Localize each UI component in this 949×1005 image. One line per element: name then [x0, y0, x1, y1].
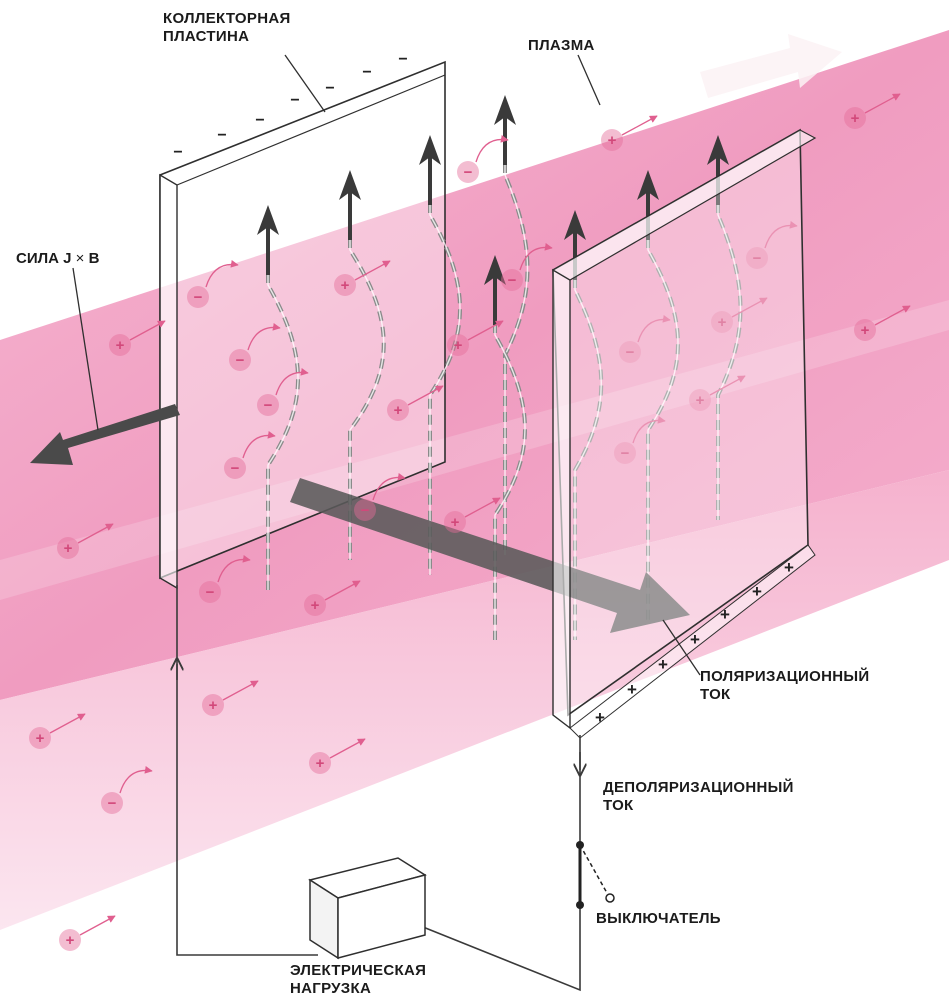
depolarization-current-label-line2: ТОК [603, 797, 794, 815]
wire-right-lower [418, 905, 580, 990]
positive-charge: + [784, 558, 794, 577]
force-label-prefix: СИЛА [16, 250, 59, 267]
positive-charge: + [627, 680, 637, 699]
force-label: СИЛА J × B [16, 250, 99, 267]
negative-charge: − [325, 80, 334, 97]
negative-charge: − [398, 51, 407, 68]
particle-sign: + [311, 597, 320, 614]
force-label-b: B [89, 250, 100, 267]
electric-load-label: ЭЛЕКТРИЧЕСКАЯ НАГРУЗКА [290, 962, 426, 998]
electric-load-box [310, 858, 425, 958]
particle-sign: + [608, 132, 617, 149]
particle-sign: + [64, 540, 73, 557]
particle-sign: + [36, 730, 45, 747]
negative-charge: − [290, 92, 299, 109]
switch-label: ВЫКЛЮЧАТЕЛЬ [596, 910, 721, 928]
negative-charge: − [173, 144, 182, 161]
particle-sign: − [194, 289, 203, 306]
positive-charge: + [595, 708, 605, 727]
polarization-current-label-line2: ТОК [700, 686, 869, 704]
particle-sign: − [206, 584, 215, 601]
depolarization-current-label: ДЕПОЛЯРИЗАЦИОННЫЙ ТОК [603, 779, 794, 815]
electric-load-label-line2: НАГРУЗКА [290, 980, 426, 998]
particle-sign: − [464, 164, 473, 181]
particle-sign: − [236, 352, 245, 369]
particle-sign: − [108, 795, 117, 812]
negative-charge: − [217, 127, 226, 144]
particle-sign: + [394, 402, 403, 419]
switch[interactable] [576, 841, 614, 909]
negative-charge: − [255, 112, 264, 129]
collector-plate-label-line1: КОЛЛЕКТОРНАЯ [163, 10, 291, 28]
positive-charge: + [720, 605, 730, 624]
particle-sign: − [264, 397, 273, 414]
particle-sign: + [851, 110, 860, 127]
switch-label-text: ВЫКЛЮЧАТЕЛЬ [596, 910, 721, 927]
positive-charge: + [658, 655, 668, 674]
particle-sign: − [361, 502, 370, 519]
force-label-j: J [63, 250, 71, 267]
particle-sign: + [316, 755, 325, 772]
particle-sign: − [508, 272, 517, 289]
positive-charge: + [690, 630, 700, 649]
particle-sign: + [861, 322, 870, 339]
particle-sign: + [116, 337, 125, 354]
particle-sign: + [341, 277, 350, 294]
particle-sign: + [451, 514, 460, 531]
force-label-times: × [76, 250, 85, 267]
positive-charge: + [752, 582, 762, 601]
negative-charge: − [362, 64, 371, 81]
collector-plate-label: КОЛЛЕКТОРНАЯ ПЛАСТИНА [163, 10, 291, 46]
electric-load-label-line1: ЭЛЕКТРИЧЕСКАЯ [290, 962, 426, 980]
plasma-label-text: ПЛАЗМА [528, 37, 595, 54]
particle-sign: + [66, 932, 75, 949]
collector-plate-label-line2: ПЛАСТИНА [163, 28, 291, 46]
particle-sign: − [231, 460, 240, 477]
plasma-label: ПЛАЗМА [528, 37, 595, 55]
polarization-current-label-line1: ПОЛЯРИЗАЦИОННЫЙ [700, 668, 869, 686]
particle-sign: + [209, 697, 218, 714]
particle-velocity-arrow [80, 916, 115, 935]
polarization-current-label: ПОЛЯРИЗАЦИОННЫЙ ТОК [700, 668, 869, 704]
particle-sign: + [454, 337, 463, 354]
depolarization-current-label-line1: ДЕПОЛЯРИЗАЦИОННЫЙ [603, 779, 794, 797]
